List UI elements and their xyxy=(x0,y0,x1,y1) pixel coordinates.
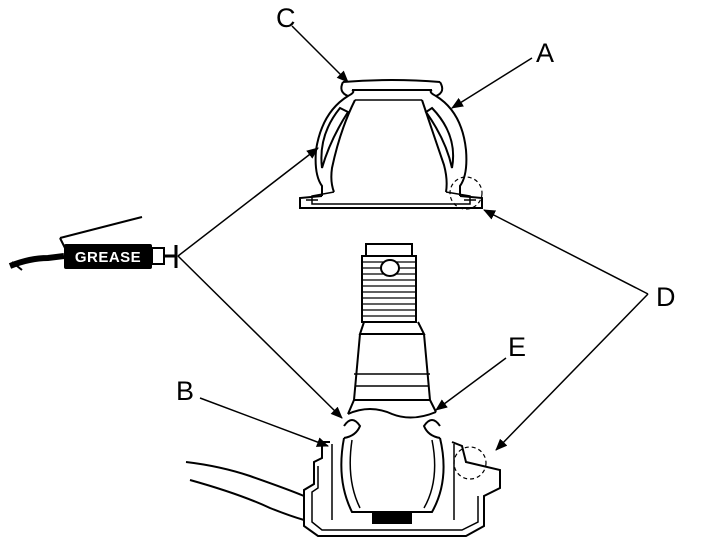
boot-left-lip xyxy=(340,81,355,98)
cotter-pin-hole xyxy=(380,259,400,277)
grease-arrow-to-boot xyxy=(177,147,319,257)
leader-e xyxy=(435,357,507,411)
bottom-plug xyxy=(372,512,412,524)
leader-b xyxy=(199,397,329,447)
dust-boot xyxy=(299,79,483,210)
threaded-stud xyxy=(361,255,417,323)
suspension-arm-bottom xyxy=(189,479,305,521)
boot-flange-detail-circle xyxy=(449,176,483,210)
leader-c xyxy=(291,25,349,83)
label-d: D xyxy=(656,282,676,312)
boot-right-lip xyxy=(429,81,444,98)
label-b: B xyxy=(176,376,194,406)
boot-grease-pocket-right xyxy=(424,106,455,169)
boot-grease-pocket-left xyxy=(320,106,350,169)
grease-gun: GREASE xyxy=(8,216,178,271)
boot-base-flange xyxy=(299,195,483,209)
stud-taper xyxy=(352,333,432,401)
leader-d-housing xyxy=(495,293,649,451)
label-a: A xyxy=(536,38,554,68)
grease-arrow-to-joint xyxy=(177,255,343,419)
housing-detail-circle xyxy=(453,446,487,480)
label-e: E xyxy=(508,332,526,362)
leader-a xyxy=(451,57,533,109)
ball-joint xyxy=(185,243,501,537)
boot-top-rim xyxy=(342,79,441,83)
leader-d-boot xyxy=(483,209,649,295)
label-c: C xyxy=(276,3,296,33)
suspension-arm-top xyxy=(185,461,305,497)
stud-tip xyxy=(365,243,413,257)
knuckle-housing xyxy=(303,441,501,537)
grease-gun-label: GREASE xyxy=(75,249,141,266)
sealing-surface xyxy=(347,408,437,419)
grease-gun-body xyxy=(64,244,152,269)
